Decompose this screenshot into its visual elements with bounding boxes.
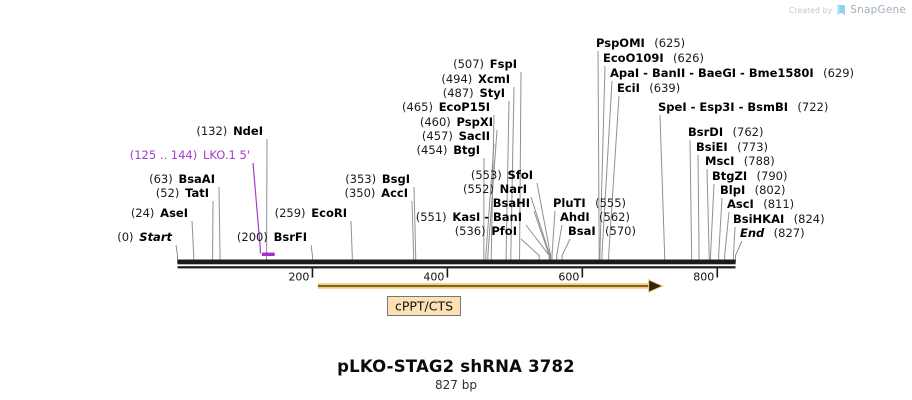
leader-line	[710, 183, 715, 263]
ruler-tick-label: 400	[423, 271, 444, 284]
enzyme-label: (507) FspI	[453, 57, 517, 71]
map-backbone	[177, 259, 736, 265]
enzyme-label: (465) EcoP15I	[402, 100, 490, 114]
enzyme-label: (494) XcmI	[441, 72, 510, 86]
plasmid-title: pLKO-STAG2 shRNA 3782	[337, 357, 575, 376]
leader-line	[218, 186, 221, 263]
enzyme-label: (551) KasI - BanI	[416, 210, 522, 224]
feature-lko-leader	[252, 162, 261, 254]
enzyme-label: (259) EcoRI	[275, 206, 347, 220]
enzyme-label: MscI (788)	[705, 154, 775, 168]
enzyme-label: (552) NarI	[463, 182, 527, 196]
enzyme-label: BtgZI (790)	[712, 169, 787, 183]
leader-line	[659, 114, 666, 263]
leader-line	[724, 211, 730, 263]
enzyme-label: End (827)	[740, 226, 805, 240]
enzyme-label: BsiEI (773)	[696, 140, 768, 154]
leader-line	[732, 226, 736, 263]
leader-line	[735, 240, 743, 263]
feature-cppt-label-box	[387, 296, 461, 316]
enzyme-label: (553) SfoI	[471, 168, 533, 182]
leader-line	[191, 220, 195, 263]
enzyme-label: (200) BsrFI	[237, 230, 307, 244]
feature-cppt-arrowhead	[648, 279, 664, 293]
enzyme-label: EciI (639)	[617, 81, 680, 95]
leader-line	[718, 197, 723, 263]
enzyme-label: PspOMI (625)	[596, 36, 685, 50]
snapgene-brand-label: SnapGene	[850, 4, 906, 16]
enzyme-label: BsrDI (762)	[688, 125, 763, 139]
enzyme-label: BsaHI	[493, 196, 530, 210]
enzyme-label: (353) BsgI	[345, 172, 410, 186]
ruler-tick-label: 600	[558, 271, 579, 284]
leader-line	[520, 238, 540, 263]
feature-lko-label: (125 .. 144) LKO.1 5'	[130, 148, 250, 162]
enzyme-label: EcoO109I (626)	[603, 51, 704, 65]
leader-line	[350, 220, 353, 263]
enzyme-label: (536) PfoI	[455, 224, 517, 238]
enzyme-label: (460) PspXI	[420, 115, 493, 129]
enzyme-label: AhdI (562)	[560, 210, 630, 224]
snapgene-watermark: Created by SnapGene	[789, 4, 906, 16]
enzyme-label: PluTI (555)	[553, 196, 626, 210]
enzyme-label: BsiHKAI (824)	[733, 212, 825, 226]
leader-line	[561, 238, 571, 263]
enzyme-label: BsaI (570)	[568, 224, 636, 238]
leader-line	[551, 210, 556, 263]
enzyme-label: ApaI - BanII - BaeGI - Bme1580I (629)	[610, 66, 854, 80]
enzyme-label: AscI (811)	[727, 197, 794, 211]
enzyme-label: BlpI (802)	[720, 183, 786, 197]
enzyme-label: (487) StyI	[443, 86, 505, 100]
leader-line	[706, 168, 710, 263]
leader-line	[413, 186, 417, 263]
plasmid-length: 827 bp	[435, 378, 477, 392]
enzyme-label: (350) AccI	[344, 186, 408, 200]
snapgene-flag-icon	[837, 4, 846, 15]
enzyme-label: (457) SacII	[422, 129, 490, 143]
enzyme-label: (63) BsaAI	[149, 172, 215, 186]
feature-lko-bar	[261, 252, 275, 256]
enzyme-label: (0) Start	[117, 230, 172, 244]
leader-line	[697, 154, 700, 263]
feature-cppt-label: cPPT/CTS	[395, 299, 453, 314]
ruler-tick-label: 200	[288, 271, 309, 284]
leader-line	[689, 139, 693, 263]
enzyme-label: (132) NdeI	[196, 124, 263, 138]
enzyme-label: (24) AseI	[131, 206, 188, 220]
map-backbone-underline	[177, 266, 736, 269]
leader-line	[411, 200, 415, 263]
leader-line	[556, 224, 563, 263]
enzyme-label: (52) TatI	[156, 186, 209, 200]
created-by-label: Created by	[789, 5, 833, 15]
leader-line	[175, 244, 178, 263]
enzyme-label: SpeI - Esp3I - BsmBI (722)	[658, 100, 828, 114]
plasmid-title-block: pLKO-STAG2 shRNA 3782 827 bp	[177, 357, 735, 392]
enzyme-label: (454) BtgI	[417, 143, 480, 157]
ruler-tick-label: 800	[693, 271, 714, 284]
